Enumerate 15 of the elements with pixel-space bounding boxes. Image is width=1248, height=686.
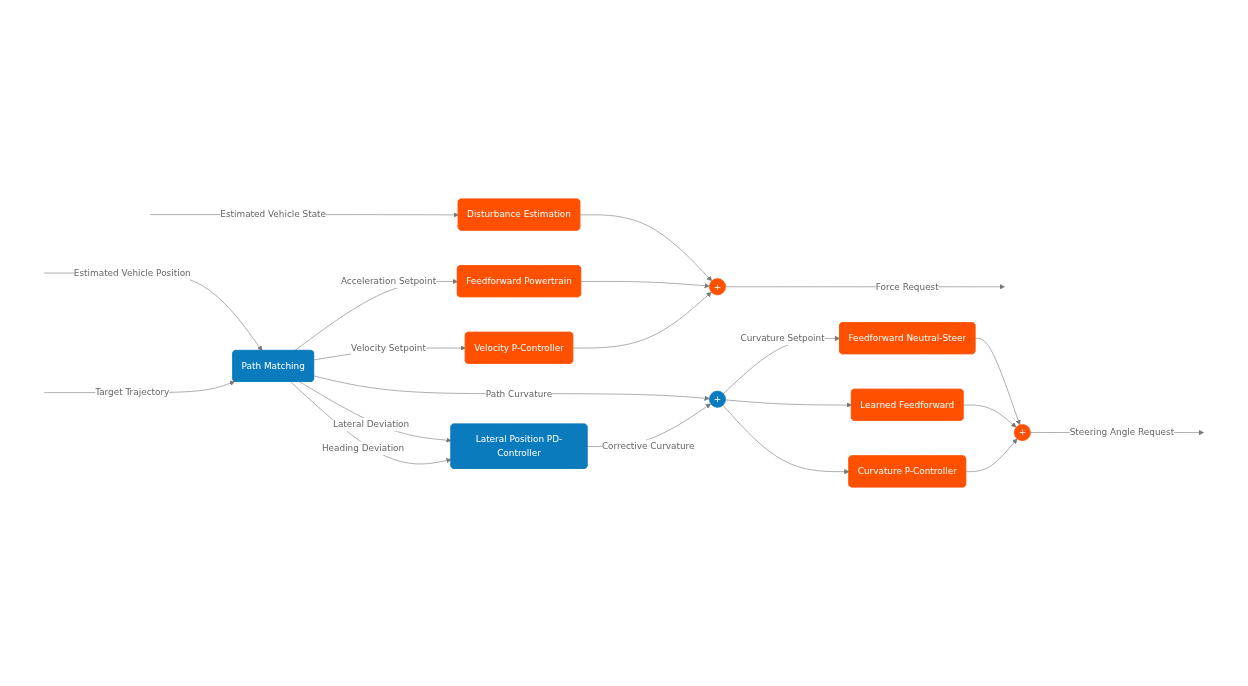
- edge-label: Path Curvature: [485, 388, 553, 399]
- edge-label: Curvature Setpoint: [740, 332, 825, 344]
- edge-label: Estimated Vehicle State: [220, 209, 327, 220]
- edge-label: Velocity Setpoint: [351, 342, 426, 353]
- edge-label: Force Request: [875, 281, 939, 292]
- edge-label: Acceleration Setpoint: [340, 275, 437, 287]
- edge-label: Lateral Deviation: [332, 418, 410, 430]
- edge-label: Heading Deviation: [321, 442, 405, 454]
- edge-label: Estimated Vehicle Position: [73, 267, 191, 279]
- node-circle: +: [1013, 424, 1031, 441]
- edge-label: Steering Angle Request: [1069, 427, 1175, 438]
- edge-label: Corrective Curvature: [601, 440, 695, 452]
- node-circle: +: [709, 278, 726, 296]
- edge-label: Target Trajectory: [95, 387, 170, 398]
- node-circle: +: [709, 390, 726, 408]
